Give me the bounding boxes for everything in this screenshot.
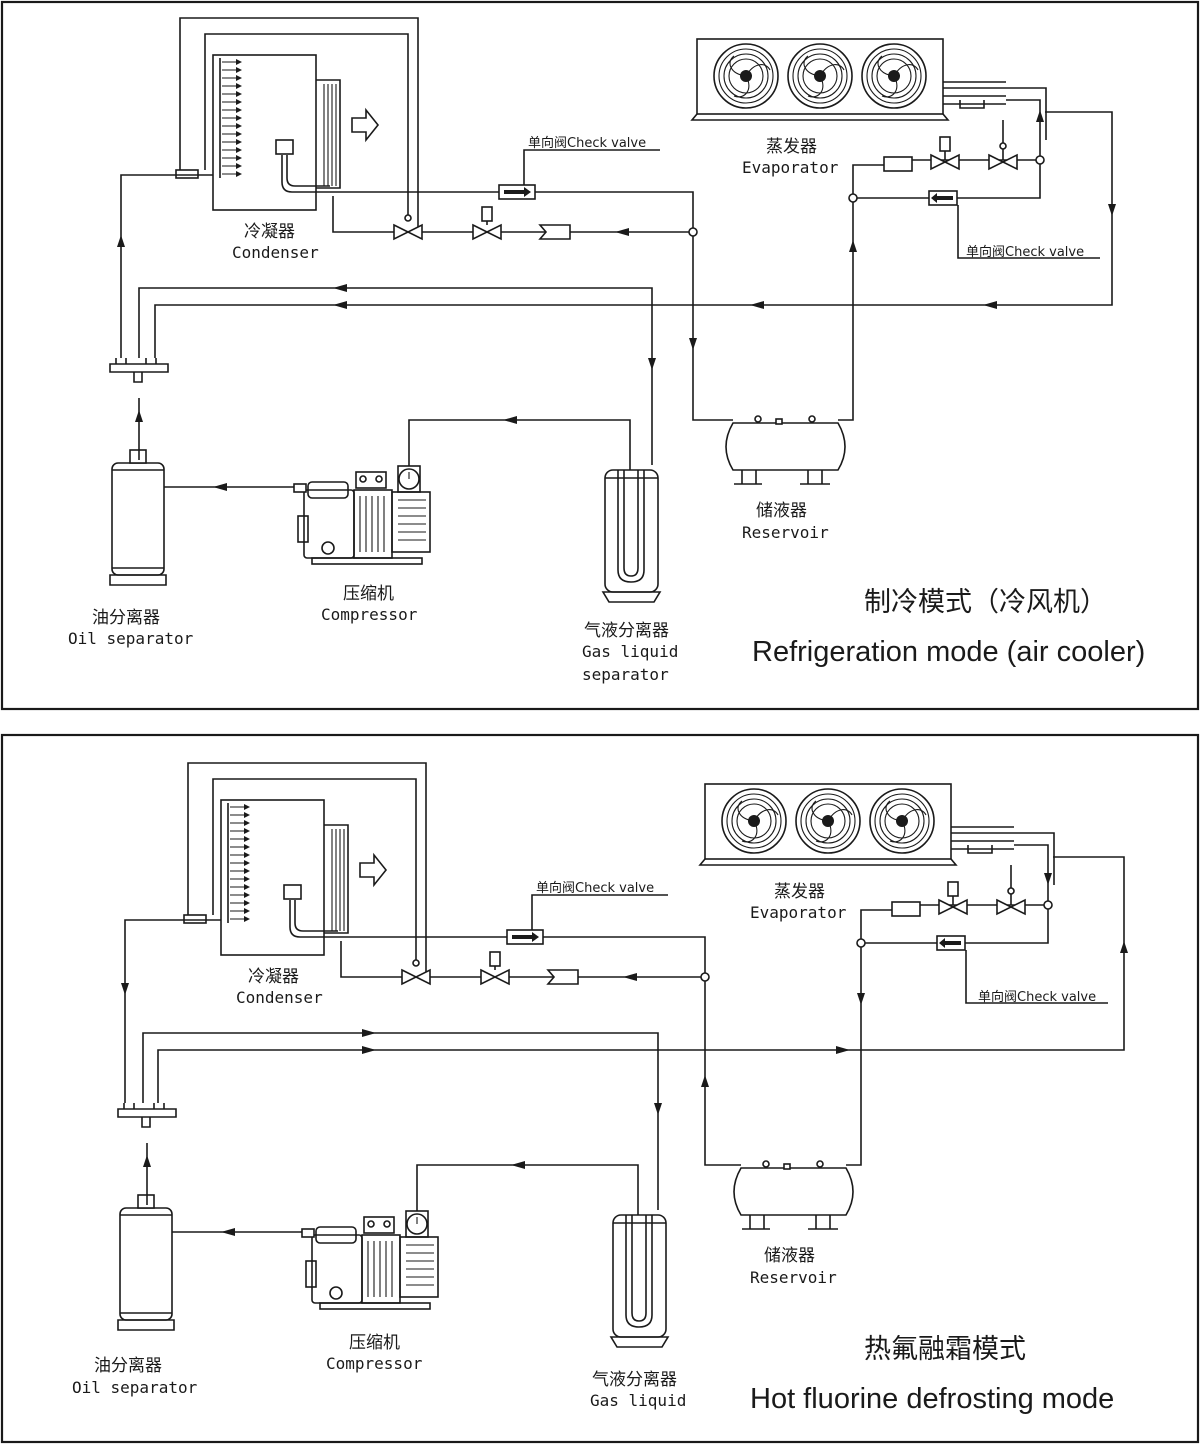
check-valve-right-label: 单向阀Check valve [966,244,1084,260]
panel-frame [0,733,1200,1444]
reservoir-label-cn: 储液器 [756,501,807,521]
panel-refrigeration: 单向阀Check valve 单向阀Check valve 冷凝器 Conden… [0,0,1200,711]
panel-frame [0,0,1200,711]
filter-drier [546,969,579,985]
condenser-label-cn: 冷凝器 [244,222,295,242]
check-valve-top-label: 单向阀Check valve [536,880,654,896]
panel-title-en: Hot fluorine defrosting mode [750,1383,1114,1415]
evaporator [698,783,1014,866]
panel-title-cn: 制冷模式（冷风机） [864,587,1107,618]
filter-evap [883,156,913,172]
panel-title-en: Refrigeration mode (air cooler) [752,636,1145,668]
valves [401,881,1053,985]
evaporator-label-en: Evaporator [750,903,847,922]
gas-liquid-separator [609,1214,670,1348]
condenser [175,54,380,211]
compressor [301,1210,439,1310]
oil-separator [117,1194,175,1331]
evaporator-label-en: Evaporator [742,158,839,177]
distributor [109,358,169,383]
compressor-label-cn: 压缩机 [343,584,394,604]
panel-defrosting: 单向阀Check valve 单向阀Check valve 冷凝器 Conden… [0,733,1200,1444]
compressor-label-en: Compressor [321,605,418,624]
oil-separator-label-cn: 油分离器 [92,608,160,628]
gas-liquid-separator-label-en2: separator [582,665,669,684]
reservoir-label-en: Reservoir [750,1268,837,1287]
condenser [183,799,388,956]
panel-title-cn: 热氟融霜模式 [864,1334,1026,1365]
flow-arrows [117,110,1116,491]
condenser-label-en: Condenser [232,243,319,262]
oil-separator [109,449,167,586]
condenser-label-cn: 冷凝器 [248,967,299,987]
condenser-label-en: Condenser [236,988,323,1007]
oil-separator-label-cn: 油分离器 [94,1356,162,1376]
gas-liquid-separator [601,469,662,603]
filter-drier [538,224,571,240]
evaporator [690,38,1006,121]
gas-liquid-separator-label-cn: 气液分离器 [592,1370,677,1390]
valves [393,136,1045,240]
reservoir [733,1160,854,1230]
gas-liquid-separator-label-en1: Gas liquid [590,1391,686,1410]
compressor-label-en: Compressor [326,1354,423,1373]
distributor [117,1103,177,1128]
reservoir [725,415,846,485]
evaporator-label-cn: 蒸发器 [766,137,817,157]
oil-separator-label-en: Oil separator [72,1378,198,1397]
evaporator-label-cn: 蒸发器 [774,882,825,902]
filter-evap [891,901,921,917]
compressor [293,465,431,565]
oil-separator-label-en: Oil separator [68,629,194,648]
reservoir-label-cn: 储液器 [764,1246,815,1266]
flow-arrows [121,873,1128,1236]
piping [120,17,1113,488]
check-valve-right-label: 单向阀Check valve [978,989,1096,1005]
piping [124,762,1125,1233]
gas-liquid-separator-label-cn: 气液分离器 [584,621,669,641]
reservoir-label-en: Reservoir [742,523,829,542]
gas-liquid-separator-label-en1: Gas liquid [582,642,678,661]
compressor-label-cn: 压缩机 [349,1333,400,1353]
check-valve-top-label: 单向阀Check valve [528,135,646,151]
